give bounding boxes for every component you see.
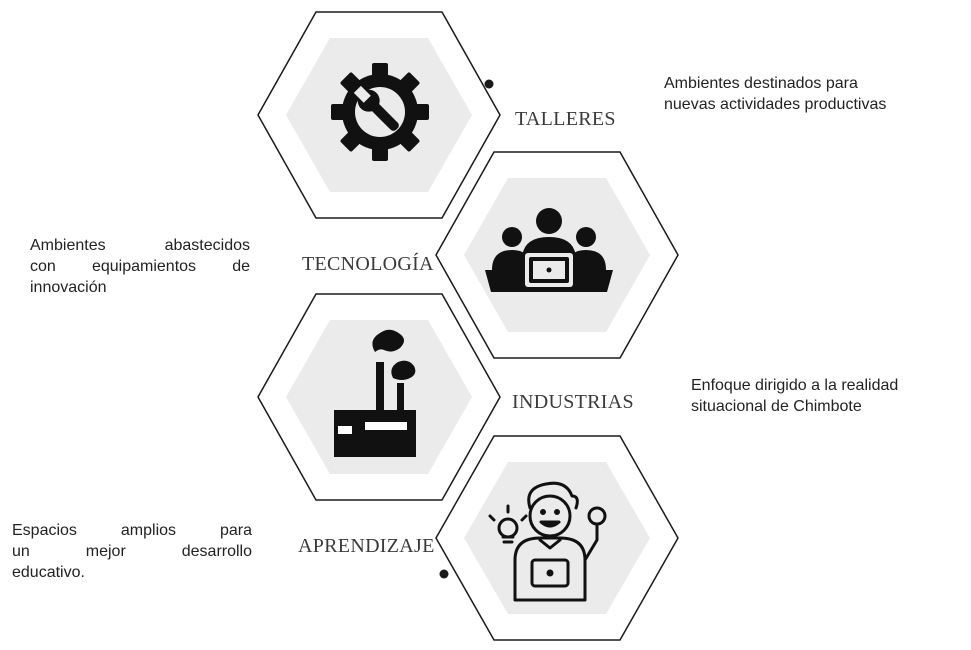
description-line: con equipamientos de	[30, 258, 250, 275]
factory-icon	[334, 329, 416, 457]
connector-dot-aprendizaje	[439, 569, 449, 579]
label-industrias: INDUSTRIAS	[512, 391, 634, 413]
description-line: Ambientes destinados para	[664, 75, 858, 92]
gear-wrench-icon	[331, 63, 429, 161]
description-line: innovación	[30, 279, 107, 296]
description-talleres: Ambientes destinados para nuevas activid…	[664, 73, 954, 115]
team-laptop-icon	[485, 208, 613, 292]
description-line: Enfoque dirigido a la realidad	[691, 377, 899, 394]
label-tecnologia: TECNOLOGÍA	[302, 252, 434, 275]
description-industrias: Enfoque dirigido a la realidad situacion…	[691, 375, 966, 417]
connector-dot-talleres	[484, 79, 494, 89]
description-aprendizaje: Espacios amplios para un mejor desarroll…	[12, 520, 252, 583]
label-talleres: TALLERES	[515, 108, 616, 130]
description-line: un mejor desarrollo	[12, 543, 252, 560]
description-tecnologia: Ambientes abastecidos con equipamientos …	[30, 235, 250, 298]
description-line: nuevas actividades productivas	[664, 96, 887, 113]
description-line: situacional de Chimbote	[691, 398, 862, 415]
description-line: Ambientes abastecidos	[30, 237, 250, 254]
student-idea-icon	[488, 481, 607, 602]
description-line: educativo.	[12, 564, 85, 581]
label-aprendizaje: APRENDIZAJE	[298, 535, 435, 557]
description-line: Espacios amplios para	[12, 522, 252, 539]
